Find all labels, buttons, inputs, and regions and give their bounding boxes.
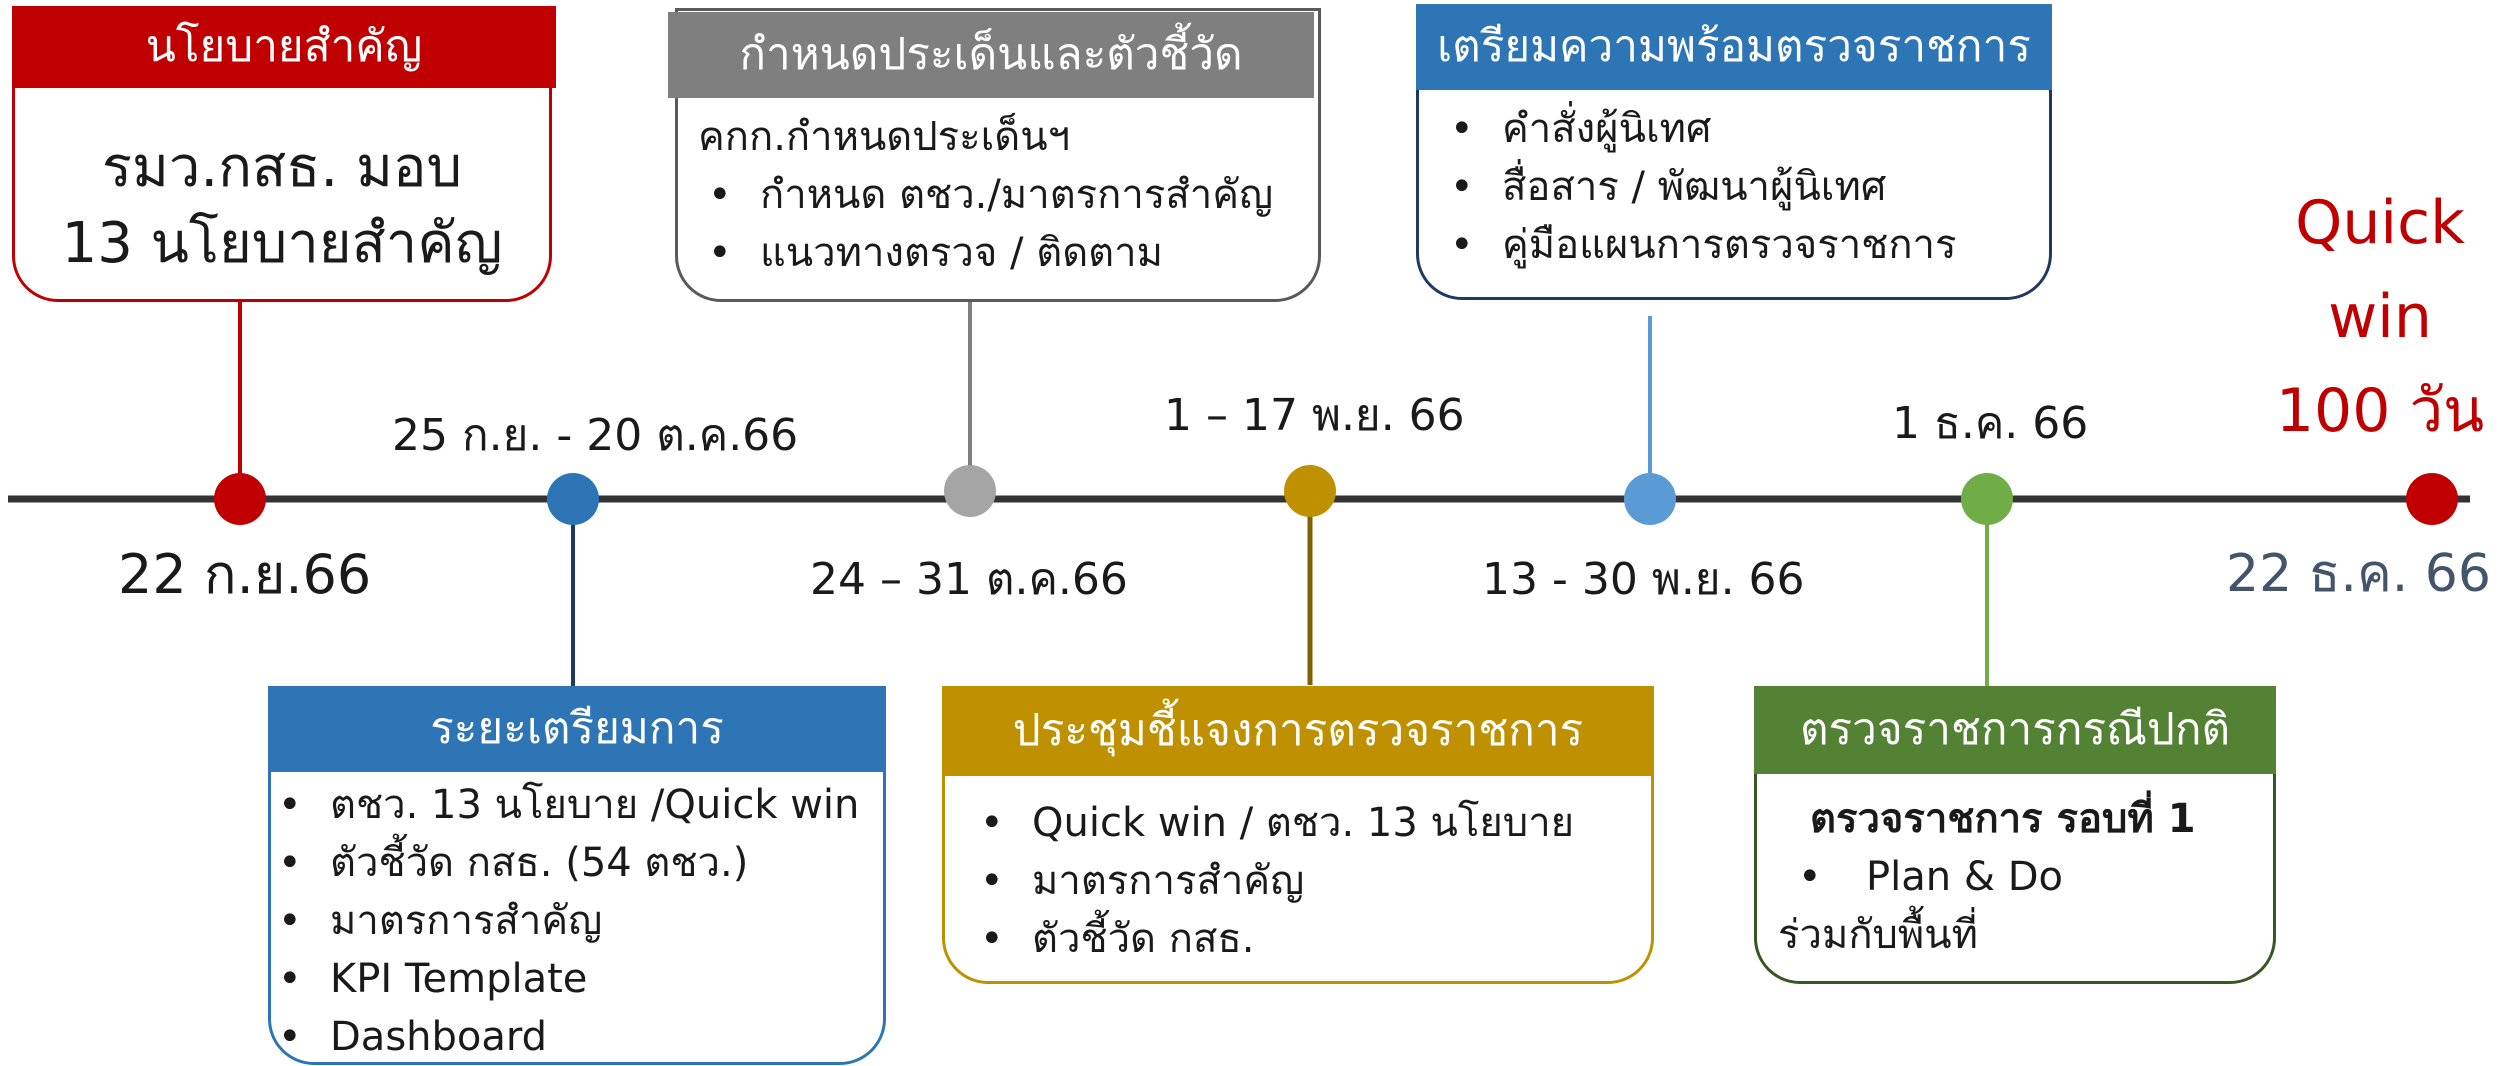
quick-win-label: Quick win 100 วัน [2260, 176, 2500, 458]
prep-item: Dashboard [268, 1008, 878, 1066]
milestone-dot-start [214, 473, 266, 525]
meeting-card-title: ประชุมชี้แจงการตรวจราชการ [942, 686, 1654, 776]
ready-card-body: คำสั่งผู้นิเทศ สื่อสาร / พัฒนาผู้นิเทศ ค… [1440, 100, 2040, 274]
prep-item: มาตรการสำคัญ [268, 892, 878, 950]
date-ready: 13 - 30 พ.ย. 66 [1482, 554, 1805, 605]
quick-win-line3: 100 วัน [2275, 376, 2485, 446]
date-inspect: 1 ธ.ค. 66 [1892, 398, 2089, 449]
quick-win-line2: win [2328, 282, 2432, 352]
milestone-dot-meeting [1284, 465, 1336, 517]
policy-card-title: นโยบายสำคัญ [12, 6, 556, 88]
ready-item: คู่มือแผนการตรวจราชการ [1440, 216, 2040, 274]
inspect-item: Plan & Do [1788, 848, 2268, 906]
define-intro: คกก.กำหนดประเด็นฯ [698, 114, 1071, 160]
inspect-card-title: ตรวจราชการกรณีปกติ [1754, 686, 2276, 774]
milestone-dot-end [2406, 473, 2458, 525]
date-prep: 25 ก.ย. - 20 ต.ค.66 [392, 410, 799, 461]
meeting-item: มาตรการสำคัญ [970, 852, 1650, 910]
milestone-dot-prep [547, 473, 599, 525]
date-start: 22 ก.ย.66 [118, 543, 372, 606]
define-card-title: กำหนดประเด็นและตัวชี้วัด [668, 12, 1314, 98]
ready-item: คำสั่งผู้นิเทศ [1440, 100, 2040, 158]
quick-win-line1: Quick [2295, 188, 2465, 258]
date-meeting: 1 – 17 พ.ย. 66 [1164, 390, 1465, 441]
define-item: กำหนด ตชว./มาตรการสำคัญ [698, 166, 1318, 224]
define-card-body: คกก.กำหนดประเด็นฯ กำหนด ตชว./มาตรการสำคั… [698, 108, 1318, 282]
milestone-dot-inspect [1961, 473, 2013, 525]
date-define: 24 – 31 ต.ค.66 [810, 554, 1128, 605]
milestone-dot-ready [1624, 473, 1676, 525]
prep-card-title: ระยะเตรียมการ [268, 686, 886, 772]
date-end: 22 ธ.ค. 66 [2226, 544, 2491, 604]
policy-card-line2: 13 นโยบายสำคัญ [61, 211, 503, 276]
prep-item: ตชว. 13 นโยบาย /Quick win [268, 776, 878, 834]
policy-card-line1: รมว.กสธ. มอบ [101, 135, 463, 200]
meeting-item: ตัวชี้วัด กสธ. [970, 910, 1650, 968]
inspect-card-body: ตรวจราชการ รอบที่ 1 Plan & Do ร่วมกับพื้… [1778, 790, 2268, 964]
prep-item: ตัวชี้วัด กสธ. (54 ตชว.) [268, 834, 878, 892]
prep-card-body: ตชว. 13 นโยบาย /Quick win ตัวชี้วัด กสธ.… [268, 776, 878, 1066]
meeting-item: Quick win / ตชว. 13 นโยบาย [970, 794, 1650, 852]
ready-item: สื่อสาร / พัฒนาผู้นิเทศ [1440, 158, 2040, 216]
define-item: แนวทางตรวจ / ติดตาม [698, 224, 1318, 282]
milestone-dot-define [944, 465, 996, 517]
prep-item: KPI Template [268, 950, 878, 1008]
meeting-card-body: Quick win / ตชว. 13 นโยบาย มาตรการสำคัญ … [970, 794, 1650, 968]
inspect-round: ตรวจราชการ รอบที่ 1 [1810, 796, 2196, 842]
ready-card-title: เตรียมความพร้อมตรวจราชการ [1416, 4, 2052, 90]
inspect-tail: ร่วมกับพื้นที่ [1778, 912, 1978, 958]
